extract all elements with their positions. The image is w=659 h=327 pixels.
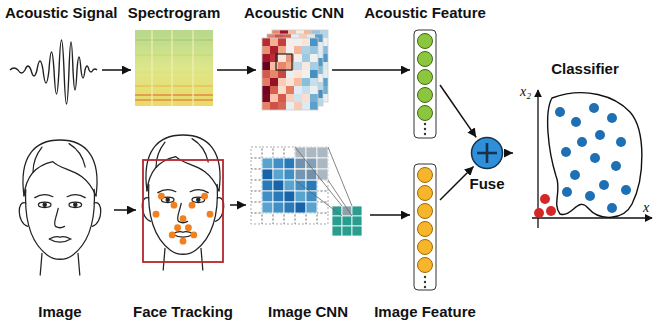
panel-heading: Face Tracking	[131, 303, 235, 321]
figure-panel: Image	[8, 135, 112, 290]
arrow-connector	[217, 69, 256, 71]
arrow-connector	[506, 152, 513, 154]
axis-label: x₂	[520, 84, 531, 100]
figure-panel: Classifier	[515, 82, 655, 232]
arrow-connector	[102, 69, 131, 71]
figure-panel: Face Tracking	[138, 128, 228, 290]
tracking-box	[143, 160, 223, 262]
heatmap-layer	[267, 34, 323, 106]
convolution-figure	[251, 147, 362, 236]
feature-vector	[414, 164, 436, 290]
panel-heading: Image	[36, 303, 83, 321]
spectrogram	[135, 30, 213, 106]
face-drawing	[142, 135, 223, 270]
panel-heading: Acoustic Signal	[3, 4, 120, 22]
figure-panel: Image CNN	[248, 140, 368, 245]
arrow-connector	[440, 85, 476, 137]
feature-vector	[414, 30, 436, 138]
figure-panel: Acoustic Signal	[3, 28, 100, 112]
heatmap-stack	[262, 30, 328, 110]
classifier-plot	[532, 90, 652, 228]
panel-heading: Spectrogram	[126, 4, 223, 22]
heatmap-layer	[272, 30, 328, 102]
fuse-node: Fuse	[470, 136, 504, 170]
panel-heading: Acoustic Feature	[362, 4, 488, 22]
panel-heading: Image CNN	[266, 303, 350, 321]
panel-heading: Classifier	[549, 60, 621, 78]
figure-panel: Spectrogram	[133, 28, 215, 108]
panel-heading: Acoustic CNN	[242, 4, 346, 22]
arrow-connector	[332, 69, 410, 71]
arrow-connector	[370, 214, 410, 216]
arrow-connector	[230, 204, 246, 206]
landmarks	[153, 193, 214, 245]
waveform	[10, 40, 97, 104]
axis-label: x	[643, 200, 649, 216]
figure-panel: Image Feature	[412, 162, 438, 290]
panel-heading: Fuse	[467, 175, 506, 193]
heatmap-layer	[262, 38, 318, 110]
kernel-window	[276, 54, 292, 70]
arrow-connector	[114, 209, 136, 211]
figure-panel: Acoustic CNN	[258, 28, 330, 112]
figure-panel: Acoustic Feature	[412, 28, 438, 138]
fuse-circle	[470, 136, 504, 170]
panel-heading: Image Feature	[372, 303, 478, 321]
face-drawing	[19, 140, 100, 275]
